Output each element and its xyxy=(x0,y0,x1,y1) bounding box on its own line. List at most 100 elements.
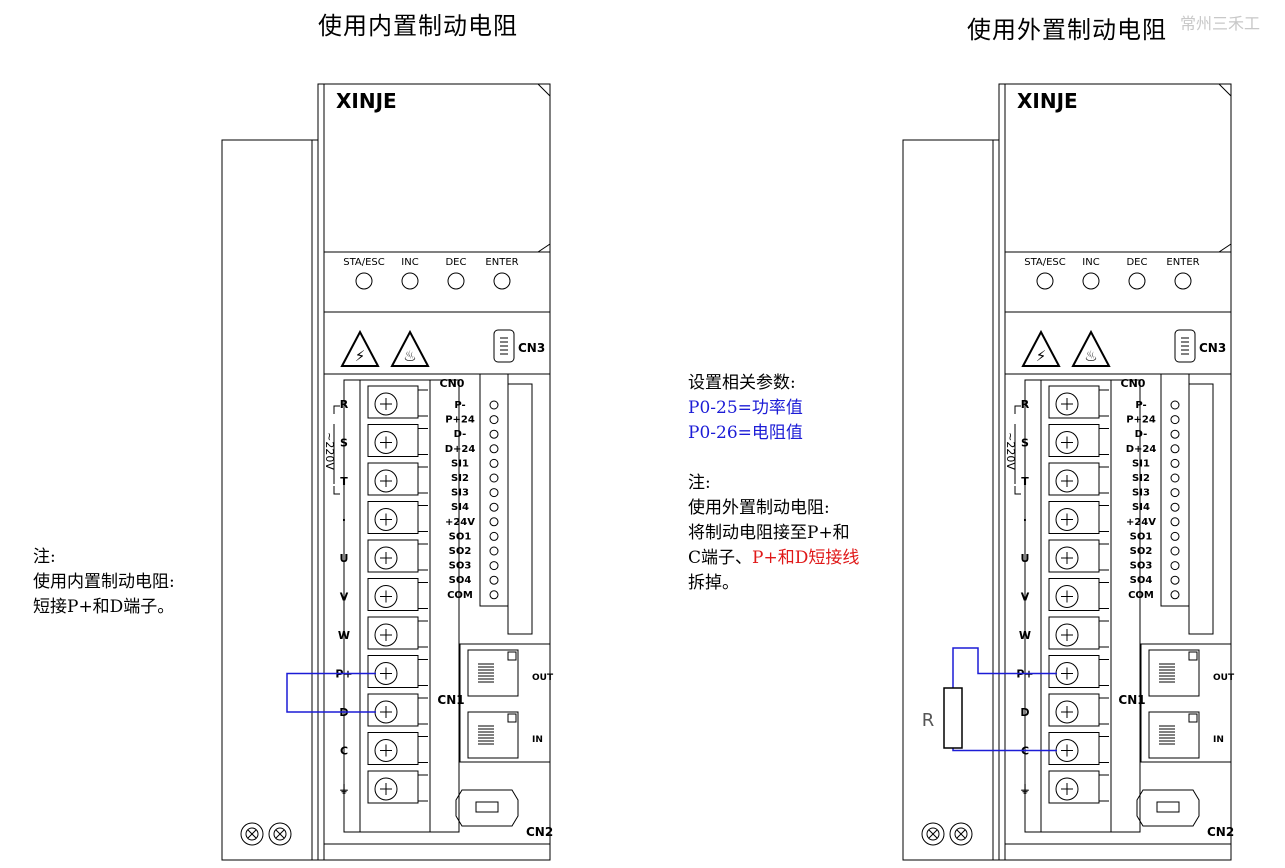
terminal-slot xyxy=(367,539,419,573)
panel-button-sta-esc xyxy=(355,272,373,290)
cn0-label: CN0 xyxy=(440,377,465,390)
cn1-label: CN1 xyxy=(437,693,464,707)
button-panel xyxy=(1004,251,1232,313)
cn0-pin-icon xyxy=(1170,488,1180,498)
cn0-pin-icon xyxy=(489,400,499,410)
middle-note-heading: 注: xyxy=(688,473,711,493)
cn0-pin-label-2: D- xyxy=(454,429,467,440)
cn0-pin-label-0: P- xyxy=(1135,400,1146,411)
terminal-block xyxy=(1024,379,1141,833)
cn2-connector xyxy=(455,789,519,827)
cn0-pin-icon xyxy=(489,517,499,527)
cn0-pin-icon xyxy=(1170,458,1180,468)
terminal-slot xyxy=(1048,385,1100,419)
terminal-slot xyxy=(1048,732,1100,765)
terminal-screw-icon xyxy=(374,739,398,762)
port-out-label: OUT xyxy=(1213,673,1235,683)
terminal-label-2: T xyxy=(1021,475,1029,488)
panel-screw-icon xyxy=(921,822,945,846)
voltage-label: ~220V xyxy=(1004,432,1017,470)
button-label-inc: INC xyxy=(401,257,418,268)
port-in-label: IN xyxy=(532,735,543,745)
panel-screw-icon xyxy=(240,822,264,846)
terminal-label-10: ⏚ xyxy=(1020,783,1031,796)
cn0-pin-icon xyxy=(1170,400,1180,410)
terminal-screw-icon xyxy=(1055,508,1079,531)
panel-screw-icon xyxy=(268,822,292,846)
lower-body xyxy=(1004,373,1232,845)
terminal-slot xyxy=(1048,424,1100,457)
cn1-housing xyxy=(1140,643,1232,763)
cn0-pin-label-10: SO2 xyxy=(1130,546,1153,557)
terminal-slot xyxy=(367,770,419,804)
cn0-pin-label-0: P- xyxy=(454,400,465,411)
cn0-pin-label-12: SO4 xyxy=(449,575,472,586)
cn0-pin-icon xyxy=(1170,531,1180,541)
terminal-screw-icon xyxy=(1055,392,1079,416)
middle-note-line3a: C端子、 xyxy=(688,548,753,568)
left-note-heading: 注: xyxy=(33,547,56,567)
left-title: 使用内置制动电阻 xyxy=(318,12,518,40)
cn0-pin-icon xyxy=(1170,444,1180,454)
terminal-slot xyxy=(1048,539,1100,573)
middle-note: 设置相关参数: P0-25=功率值 P0-26=电阻值 注: 使用外置制动电阻:… xyxy=(688,371,859,596)
cn2-slot xyxy=(475,801,499,813)
electric-warning-icon-glyph: ⚡ xyxy=(355,347,366,365)
brand-logo: XINJE xyxy=(1017,89,1078,113)
cn0-pin-label-4: SI1 xyxy=(451,458,469,469)
port-out-jack xyxy=(1148,649,1200,697)
resistor-label: R xyxy=(922,710,935,731)
hot-surface-warning-icon-glyph: ♨ xyxy=(1084,347,1097,365)
terminal-slot xyxy=(367,578,419,611)
panel-button-inc xyxy=(401,272,419,290)
lower-body xyxy=(323,373,551,845)
cn0-pin-icon xyxy=(489,473,499,483)
terminal-block xyxy=(343,379,460,833)
terminal-screw-icon xyxy=(374,508,398,531)
param-p0-25: P0-25=功率值 xyxy=(688,398,803,418)
cn0-pin-label-1: P+24 xyxy=(445,415,475,426)
cn0-pin-label-6: SI3 xyxy=(1132,488,1150,499)
cn0-pin-icon xyxy=(489,590,499,600)
cn0-pin-label-10: SO2 xyxy=(449,546,472,557)
cn0-pin-label-5: SI2 xyxy=(1132,473,1150,484)
terminal-slot xyxy=(367,424,419,457)
terminal-slot xyxy=(1048,501,1100,534)
cn0-housing xyxy=(507,383,533,635)
left-note-line1: 使用内置制动电阻: xyxy=(33,572,175,592)
terminal-label-1: S xyxy=(340,437,348,450)
port-in-label: IN xyxy=(1213,735,1224,745)
brand-logo: XINJE xyxy=(336,89,397,113)
button-label-inc: INC xyxy=(1082,257,1099,268)
terminal-slot xyxy=(367,462,419,496)
cn0-pin-label-11: SO3 xyxy=(1130,561,1153,572)
terminal-label-0: R xyxy=(340,398,349,411)
electric-warning-icon xyxy=(340,329,380,367)
panel-screw-icon xyxy=(954,827,968,841)
cn0-pin-label-13: COM xyxy=(447,590,473,601)
terminal-slot xyxy=(367,501,419,534)
terminal-label-2: T xyxy=(340,475,348,488)
terminal-screw-icon xyxy=(374,469,398,493)
middle-note-line1: 使用外置制动电阻: xyxy=(688,498,830,518)
terminal-screw-icon xyxy=(374,777,398,801)
panel-screw-slot xyxy=(928,829,938,839)
terminal-screw-icon xyxy=(1055,700,1079,724)
drive-body xyxy=(317,83,551,861)
cn2-connector xyxy=(1136,789,1200,827)
panel-screw-slot xyxy=(275,829,285,839)
terminal-screw-icon xyxy=(374,585,398,608)
terminal-label-6: W xyxy=(338,629,350,642)
cn0-pin-label-4: SI1 xyxy=(1132,458,1150,469)
terminal-label-4: U xyxy=(340,552,349,565)
cn0-pin-icon xyxy=(1170,546,1180,556)
panel-screw-slot xyxy=(247,829,257,839)
panel-screw-slot xyxy=(956,829,966,839)
panel-button-enter xyxy=(493,272,511,290)
port-out-label: OUT xyxy=(532,673,554,683)
hot-surface-warning-icon-glyph: ♨ xyxy=(403,347,416,365)
cn0-pin-label-11: SO3 xyxy=(449,561,472,572)
middle-note-line2: 将制动电阻接至P+和 xyxy=(688,523,850,543)
